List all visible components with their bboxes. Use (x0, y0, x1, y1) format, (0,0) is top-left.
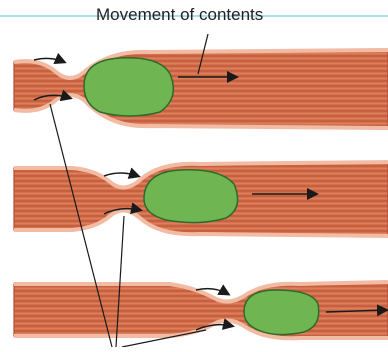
food-bolus (84, 58, 173, 116)
movement-caption: Movement of contents (96, 5, 316, 25)
tube-panel-1 (14, 34, 388, 128)
tube-panel-3 (14, 282, 388, 338)
food-bolus (244, 290, 319, 335)
squeeze-arrow-upper (104, 173, 138, 176)
food-bolus (144, 170, 238, 223)
tube-panel-2 (14, 162, 388, 236)
